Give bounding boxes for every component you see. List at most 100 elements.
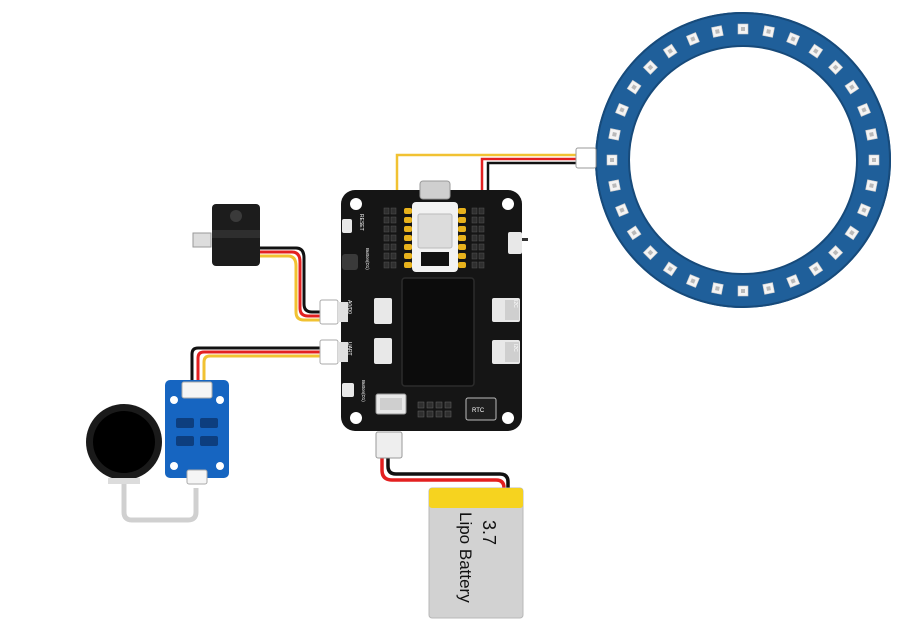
user-button [342, 254, 358, 270]
led-pixel [685, 274, 700, 288]
led-pixel [615, 203, 629, 218]
header-pin [390, 225, 397, 233]
motor-wire [121, 478, 199, 523]
header-pin [471, 243, 478, 251]
led-pixel [762, 282, 775, 295]
xiao-pad [404, 262, 412, 268]
port-i2c-bottom-label: I2C [512, 344, 518, 352]
led-pixel [865, 128, 878, 141]
rtc-label: RTC [472, 408, 485, 414]
servo-motor [192, 204, 260, 266]
header-pin [390, 243, 397, 251]
button-top-label: Button(D1) [365, 248, 370, 270]
vibration-motor [86, 404, 162, 484]
xiao-pad [404, 217, 412, 223]
grove-port-i2c-bottom: I2C [492, 340, 520, 364]
header-pin [478, 234, 485, 242]
servo-wires [258, 246, 322, 322]
led-pixel [626, 225, 642, 241]
grove-port-a0: A0/D0 [319, 298, 392, 325]
led-pixel [711, 282, 724, 295]
led-pixel [662, 43, 678, 59]
led-pixel [786, 32, 801, 46]
led-pixels [606, 23, 880, 297]
led-pixel [808, 43, 824, 59]
header-pin [478, 216, 485, 224]
xiao-pad [458, 235, 466, 241]
bottom-header-pins [417, 401, 452, 418]
xiao-pad [458, 217, 466, 223]
header-pin [471, 216, 478, 224]
header-pin [478, 243, 485, 251]
led-pixel [711, 25, 724, 38]
xiao-pad [458, 262, 466, 268]
header-pin [478, 261, 485, 269]
xiao-module [404, 202, 466, 272]
header-pin [383, 252, 390, 260]
header-pin [426, 401, 434, 409]
header-pin [383, 207, 390, 215]
xiao-pad [404, 253, 412, 259]
xiao-pad [404, 226, 412, 232]
port-a0-label: A0/D0 [346, 300, 352, 314]
oled-display [401, 277, 475, 387]
header-pin [383, 216, 390, 224]
header-pin [417, 401, 425, 409]
header-pin [417, 410, 425, 418]
header-pin [390, 234, 397, 242]
battery-plug [375, 431, 403, 459]
xiao-pad [404, 208, 412, 214]
xiao-pad [458, 226, 466, 232]
reset-button [342, 219, 352, 233]
battery-wires [380, 458, 510, 490]
header-pin [390, 252, 397, 260]
led-pixel [737, 285, 749, 297]
header-pin [478, 207, 485, 215]
led-pixel [828, 59, 844, 75]
lipo-battery: 3.7 Lipo Battery [428, 487, 524, 619]
header-pin [471, 252, 478, 260]
header-pin [444, 410, 452, 418]
led-pixel [642, 245, 658, 261]
led-pixel [762, 25, 775, 38]
led-pixel [608, 128, 621, 141]
power-switch [508, 232, 522, 254]
button-bottom-label: Button(D1) [361, 380, 366, 402]
led-pixel [808, 261, 824, 277]
header-pin [426, 410, 434, 418]
led-pixel [865, 179, 878, 192]
led-pixel [626, 79, 642, 95]
led-pixel [662, 261, 678, 277]
header-pin [390, 216, 397, 224]
port-i2c-top-label: I2C [512, 300, 518, 308]
header-pin [435, 401, 443, 409]
xiao-pad [458, 253, 466, 259]
led-pixel [606, 154, 618, 166]
led-pixel [844, 225, 860, 241]
led-pixel [615, 102, 629, 117]
led-pixel [844, 79, 860, 95]
grove-vibration-module [165, 380, 229, 485]
grove-port-i2c-top: I2C [492, 298, 520, 322]
header-pin [390, 261, 397, 269]
header-pin [390, 207, 397, 215]
ring-connector [575, 147, 597, 169]
header-pin [471, 261, 478, 269]
led-pixel [786, 274, 801, 288]
led-pixel [868, 154, 880, 166]
header-pin [478, 225, 485, 233]
led-pixel [828, 245, 844, 261]
reset-label: RESET [358, 214, 364, 231]
header-pin [383, 261, 390, 269]
right-header-pins [471, 207, 485, 269]
header-pin [478, 252, 485, 260]
xiao-pins [404, 208, 466, 268]
xiao-pad [404, 235, 412, 241]
led-pixel [642, 59, 658, 75]
battery-name: Lipo Battery [456, 512, 475, 603]
xiao-pad [458, 244, 466, 250]
grove-port-uart: UART [319, 338, 392, 365]
header-pin [383, 243, 390, 251]
header-pin [435, 410, 443, 418]
